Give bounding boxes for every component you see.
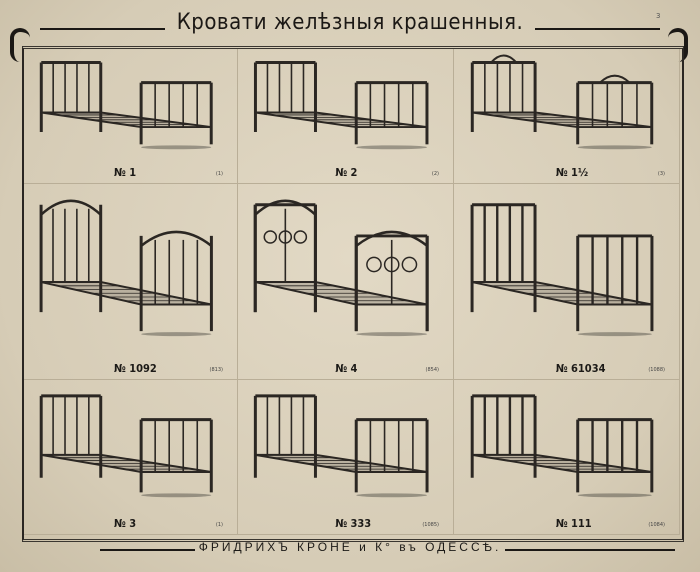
bed-code: (813): [209, 367, 223, 373]
bed-number: № 333: [335, 517, 372, 530]
footer-rule-left: [100, 549, 195, 551]
bed-illustration-icon: [253, 199, 429, 337]
bed-number: № 4: [335, 362, 358, 375]
bed-number: № 61034: [555, 362, 606, 375]
bed-number: № 1½: [555, 166, 589, 179]
bed-number: № 111: [555, 517, 592, 530]
bed-cell: № 1½ (3): [454, 49, 680, 184]
bed-code: (854): [425, 367, 439, 373]
title-rule-right: [535, 28, 660, 30]
bed-illustration-icon: [253, 394, 429, 498]
corner-ornament-left: [10, 28, 30, 62]
bed-cell: № 61034 (1088): [454, 184, 680, 380]
bed-illustration-icon: [470, 203, 654, 337]
bed-illustration-icon: [470, 394, 654, 498]
bed-code: (1084): [648, 522, 665, 528]
footer-rule-right: [505, 549, 675, 551]
bed-illustration-icon: [39, 394, 213, 498]
bed-cell: № 111 (1084): [454, 380, 680, 535]
bed-code: (1088): [648, 367, 665, 373]
bed-code: (3): [657, 171, 665, 177]
publisher-footer: ФРИДРИХЪ КРОНЕ и К° въ ОДЕССѢ.: [198, 540, 502, 554]
bed-illustration-icon: [39, 199, 213, 337]
bed-illustration-icon: [470, 54, 654, 150]
bed-cell: № 333 (1085): [238, 380, 454, 535]
bed-code: (1): [215, 522, 223, 528]
bed-cell: № 4 (854): [238, 184, 454, 380]
bed-code: (1085): [422, 522, 439, 528]
bed-cell: № 1092 (813): [24, 184, 238, 380]
bed-code: (1): [215, 171, 223, 177]
bed-illustration-icon: [253, 60, 429, 150]
page-number: 3: [656, 12, 661, 20]
bed-number: № 2: [335, 166, 358, 179]
bed-cell: № 1 (1): [24, 49, 238, 184]
bed-cell: № 2 (2): [238, 49, 454, 184]
bed-number: № 3: [113, 517, 137, 530]
page-title: Кровати желѣзныя крашенныя.: [176, 10, 524, 35]
corner-ornament-right: [668, 28, 688, 62]
bed-illustration-icon: [39, 60, 213, 150]
bed-number: № 1092: [113, 362, 157, 375]
bed-number: № 1: [113, 166, 137, 179]
bed-code: (2): [431, 171, 439, 177]
catalog-frame: [22, 46, 684, 542]
bed-grid: № 1 (1) № 2 (2) № 1½ (3) № 1092 (813) № …: [24, 49, 680, 535]
bed-cell: № 3 (1): [24, 380, 238, 535]
title-rule-left: [40, 28, 165, 30]
